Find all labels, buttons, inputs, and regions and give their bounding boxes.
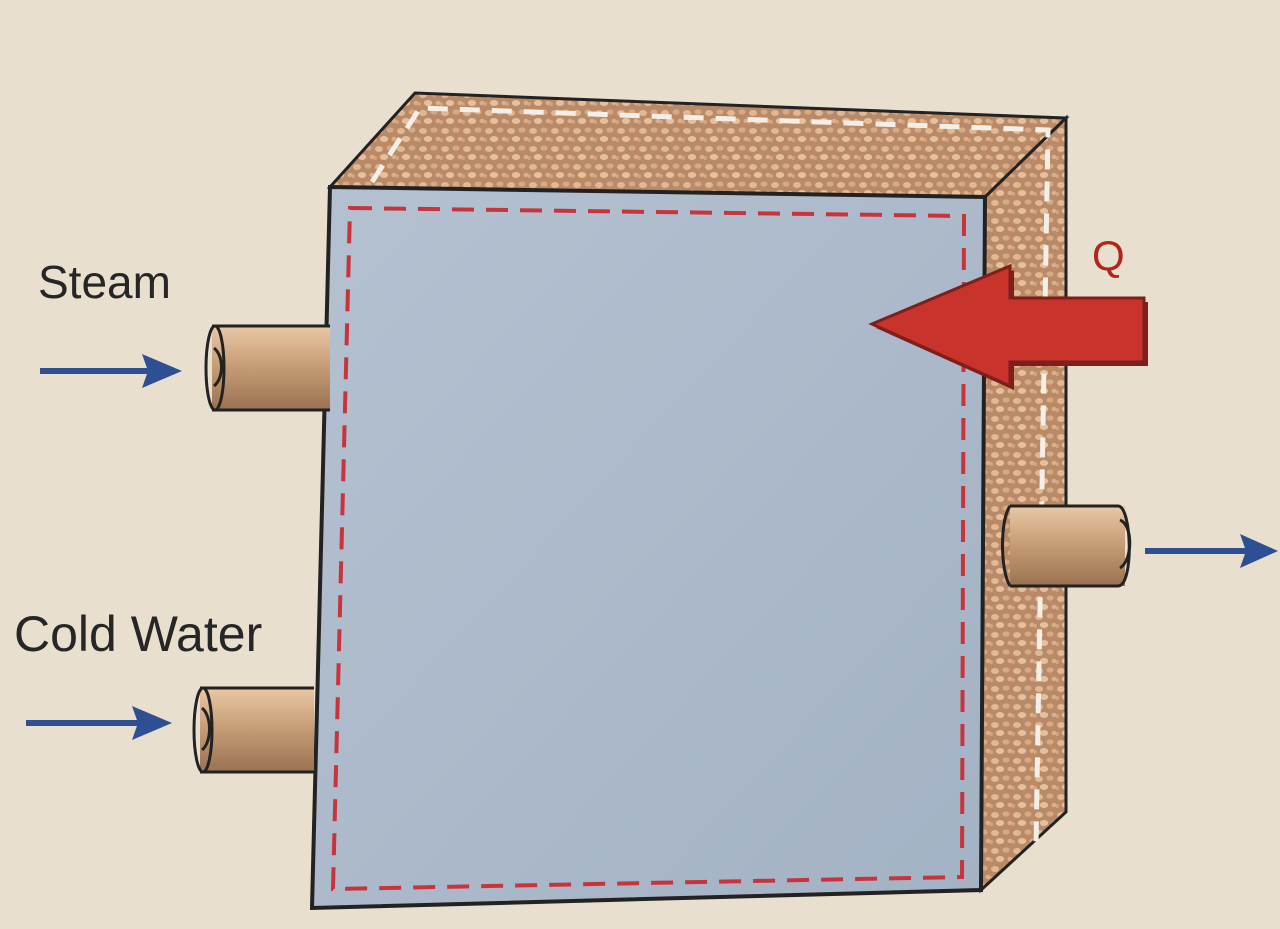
heat-transfer-arrow-icon [868,263,1148,390]
cold-water-flow-arrow-icon [26,706,172,740]
outlet-pipe [1001,504,1132,588]
insulation-side [979,114,1068,894]
heat-q-label: Q [1092,232,1125,279]
control-volume-boundary [330,205,967,892]
cold-water-inlet-pipe [192,686,314,774]
steam-label: Steam [38,256,171,308]
tank-front-face [309,184,988,911]
outlet-flow-arrow-icon [1145,534,1278,568]
cold-water-label: Cold Water [14,606,263,662]
steam-inlet-pipe [204,324,330,412]
insulation-dashed-outline [369,105,1051,846]
steam-flow-arrow-icon [40,354,182,388]
